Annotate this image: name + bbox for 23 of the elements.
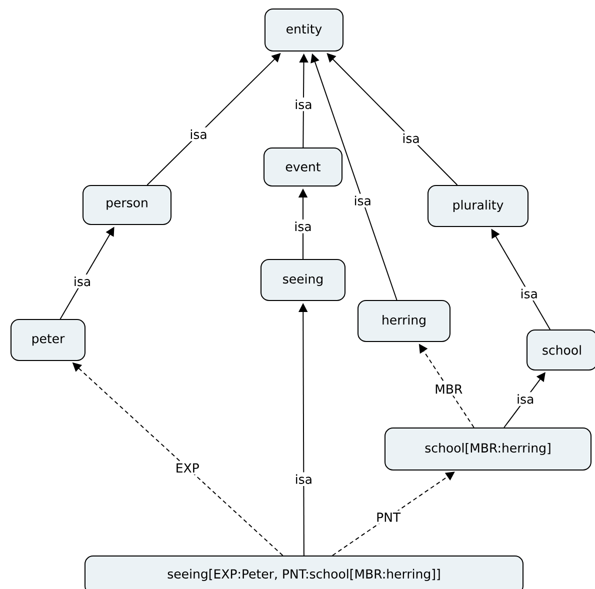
edge-label: isa: [188, 127, 210, 142]
concept-box: herring: [358, 300, 450, 342]
concept-box: entity: [264, 8, 344, 52]
concept-box: peter: [10, 319, 86, 361]
edge-label: EXP: [173, 461, 202, 475]
edge-label: isa: [400, 131, 422, 146]
concept-box: school: [526, 330, 595, 370]
arrow: [332, 472, 455, 556]
concept-box: seeing: [260, 259, 346, 301]
edge-label: isa: [352, 194, 374, 208]
edge-label: PNT: [374, 510, 403, 524]
edge-label: isa: [292, 472, 314, 486]
edge-label: isa: [292, 220, 314, 234]
concept-box: event: [264, 148, 342, 186]
edge-label: isa: [292, 97, 314, 112]
concept-box: seeing[EXP:Peter, PNT:school[MBR:herring]]: [84, 556, 524, 589]
edge-label: MBR: [432, 382, 465, 396]
edge-label: isa: [71, 274, 94, 288]
edge-label: isa: [514, 392, 536, 406]
concept-box: plurality: [428, 185, 528, 227]
concept-box: person: [82, 185, 172, 225]
edge-label: isa: [518, 286, 540, 300]
concept-box: school[MBR:herring]: [384, 428, 592, 470]
